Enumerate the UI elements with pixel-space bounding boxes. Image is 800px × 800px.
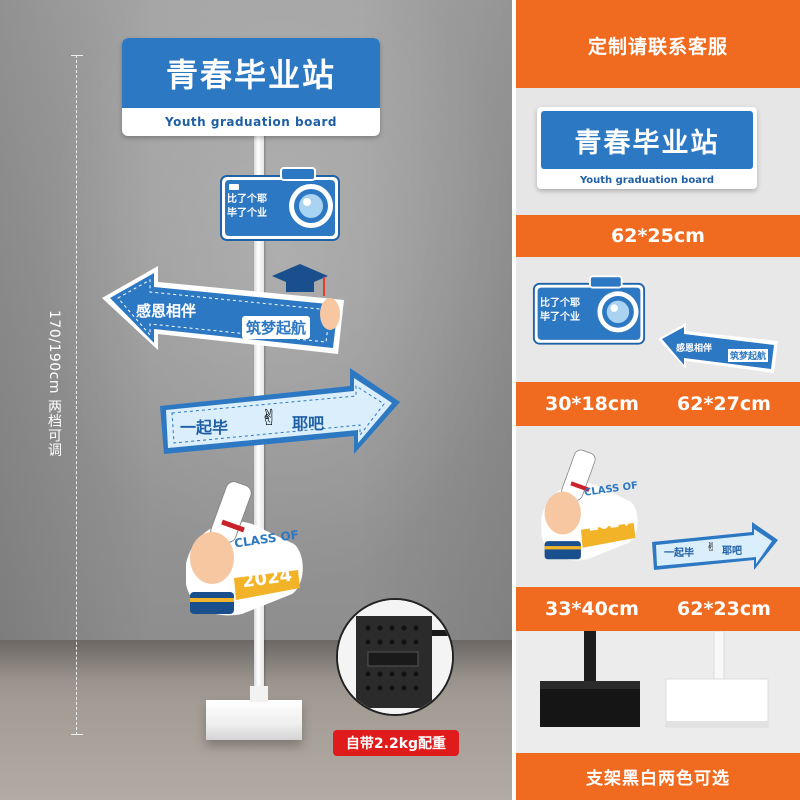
camera-sign-line1: 比了个耶 <box>227 194 267 205</box>
mini-arrow-text2: 筑梦起航 <box>728 349 769 362</box>
arrow-right-text2: 耶吧 <box>292 414 325 433</box>
class-sign-preview: CLASS OF 2024 一起毕 ✌ 耶吧 <box>516 426 800 587</box>
diploma-hand-small <box>541 449 638 561</box>
victory-hand-icon: ✌ <box>260 406 279 431</box>
size-label-3: 33*40cm 62*23cm <box>516 587 800 631</box>
contact-text: 定制请联系客服 <box>587 36 728 58</box>
camera-sign-line2: 毕了个业 <box>227 208 267 219</box>
mini-arrow-right-shape <box>652 522 778 570</box>
size-label-2: 30*18cm 62*27cm <box>516 382 800 426</box>
stand-color-preview <box>516 631 800 753</box>
mini-arrow2-text2: 耶吧 <box>722 546 742 557</box>
mini-arrow-right: 一起毕 ✌ 耶吧 <box>650 520 780 572</box>
title-sign-small: 青春毕业站 Youth graduation board <box>537 107 757 189</box>
height-measure-line <box>71 55 83 735</box>
mini-arrow-text1: 感恩相伴 <box>676 344 713 354</box>
camera-icon-small <box>532 275 646 345</box>
size3b-text: 62*23cm <box>677 598 771 620</box>
size-label-1: 62*25cm <box>516 215 800 257</box>
arrow-sign-left: 感恩相伴 筑梦起航 <box>100 264 348 356</box>
title-sign-en: Youth graduation board <box>165 115 337 129</box>
arrow-right-text1: 一起毕 <box>180 418 229 437</box>
mini-arrow2-text1: 一起毕 <box>664 548 694 559</box>
graduation-cap-icon <box>272 264 328 296</box>
arrow-left-text2: 筑梦起航 <box>242 316 311 339</box>
size1-text: 62*25cm <box>611 225 705 247</box>
title-sign-small-cn: 青春毕业站 <box>541 111 753 169</box>
mini-arrow-left: 感恩相伴 筑梦起航 <box>656 321 780 375</box>
stand-bases-illustration <box>516 631 800 753</box>
class-of-badge: CLASS OF 2024 <box>182 474 308 620</box>
camera-small-line1: 比了个耶 <box>540 298 580 309</box>
title-sign-cn: 青春毕业站 <box>122 38 380 108</box>
base-detail-bubble <box>336 598 454 716</box>
arrow-sign-right: 一起毕 ✌ 耶吧 <box>158 366 402 456</box>
class-of-badge-small: CLASS OF 2024 <box>538 434 642 574</box>
stand-base <box>206 686 302 740</box>
camera-sign-small: 比了个耶 毕了个业 <box>532 273 646 347</box>
height-label: 170/190cm 两档可调 <box>46 310 62 457</box>
victory-hand-icon-small: ✌ <box>706 540 717 554</box>
weight-badge: 自带2.2kg配重 <box>333 730 459 756</box>
mini-arrow-left-shape <box>658 323 778 373</box>
size3a-text: 33*40cm <box>545 598 639 620</box>
camera-small-line2: 毕了个业 <box>540 312 580 323</box>
diploma-hand-illustration <box>186 481 303 616</box>
contact-banner: 定制请联系客服 <box>516 0 800 92</box>
stand-caption-bar: 支架黑白两色可选 <box>516 753 800 800</box>
size2b-text: 62*27cm <box>677 393 771 415</box>
camera-icon <box>220 167 340 241</box>
title-sign-small-en: Youth graduation board <box>579 174 715 186</box>
arrow-left-text1: 感恩相伴 <box>136 302 197 320</box>
stand-caption-text: 支架黑白两色可选 <box>586 769 730 789</box>
arrow-right-shape <box>160 368 400 454</box>
base-plate-illustration <box>338 600 452 714</box>
camera-sign-preview: 比了个耶 毕了个业 感恩相伴 筑梦起航 <box>516 257 800 382</box>
title-sign: 青春毕业站 Youth graduation board <box>122 38 380 136</box>
size2a-text: 30*18cm <box>545 393 639 415</box>
camera-sign: 比了个耶 毕了个业 <box>219 166 341 242</box>
